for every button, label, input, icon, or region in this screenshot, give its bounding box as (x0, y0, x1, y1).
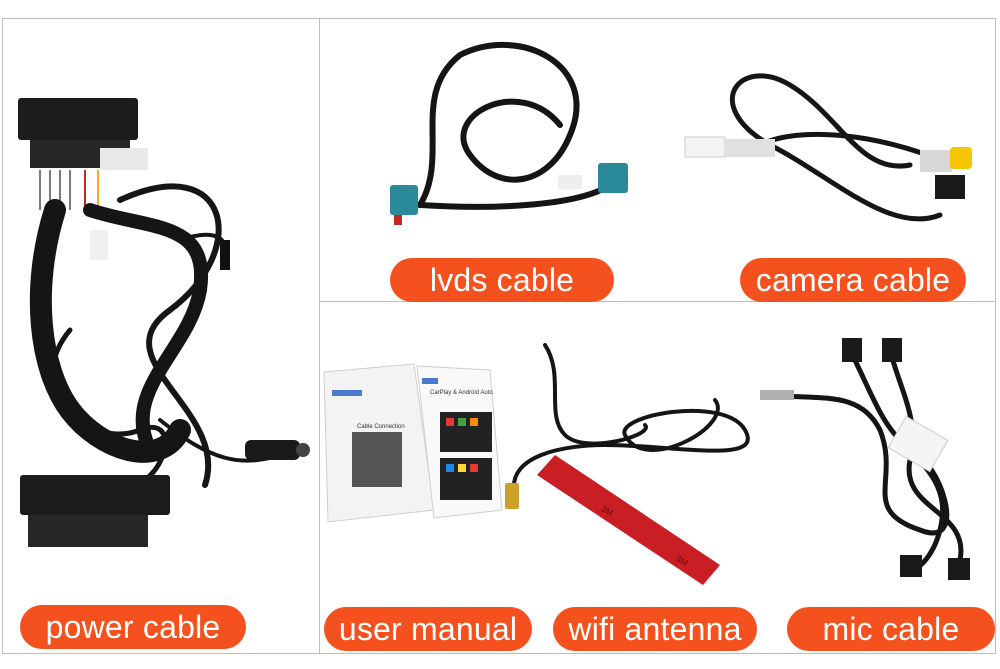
user-manual-image: Cable Connection CarPlay & Android Auto (323, 363, 503, 523)
divider-middle (319, 301, 996, 302)
product-grid-frame (2, 18, 996, 654)
camera-cable-image (684, 73, 972, 222)
lvds-cable-image (390, 42, 628, 225)
label-user-manual: user manual (324, 607, 532, 651)
label-mic-cable: mic cable (787, 607, 995, 651)
wifi-antenna-image: 3M 3M (505, 343, 750, 585)
label-lvds-cable: lvds cable (390, 258, 614, 302)
label-power-cable: power cable (20, 605, 246, 649)
manual-right-title: CarPlay & Android Auto (430, 390, 493, 396)
divider-left (319, 18, 320, 654)
label-wifi-antenna: wifi antenna (553, 607, 757, 651)
mic-cable-image (760, 338, 970, 580)
label-camera-cable: camera cable (740, 258, 966, 302)
manual-left-title: Cable Connection (357, 424, 405, 430)
power-cable-image (18, 98, 310, 547)
